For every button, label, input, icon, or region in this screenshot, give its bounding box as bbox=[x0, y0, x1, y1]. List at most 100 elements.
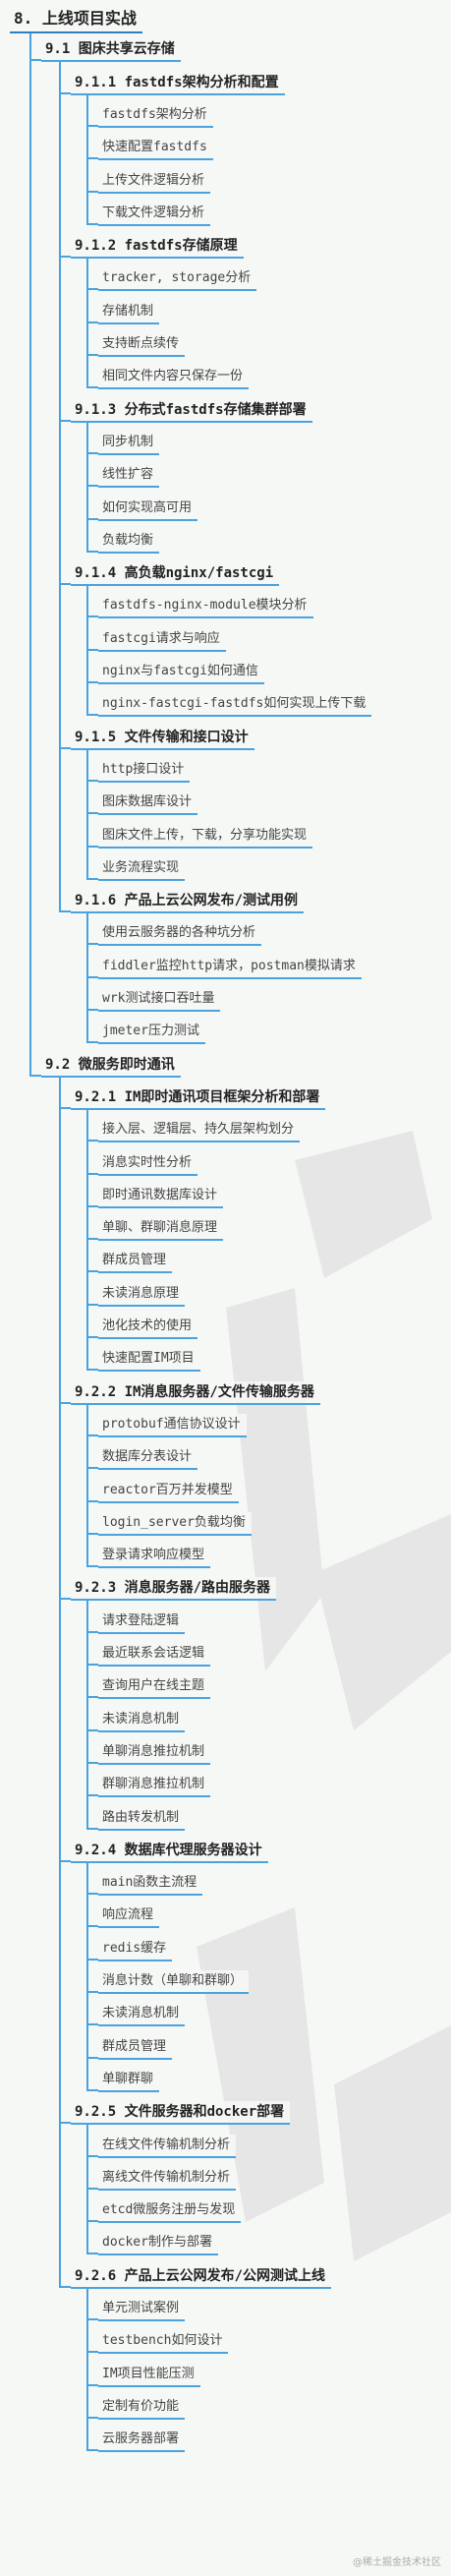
watermark-footer: @稀土掘金技术社区 bbox=[353, 2557, 441, 2568]
topic-node: 消息计数（单聊和群聊） bbox=[98, 1970, 250, 1994]
connector-line bbox=[86, 2253, 98, 2255]
connector-line bbox=[59, 1598, 71, 1601]
topic-node: 快速配置IM项目 bbox=[98, 1348, 200, 1373]
connector-line bbox=[59, 910, 71, 913]
topic-node: 单聊群聊 bbox=[98, 2068, 160, 2092]
connector-line bbox=[86, 1630, 98, 1633]
topic-node: 查询用户在线主题 bbox=[98, 1675, 211, 1700]
connector-line bbox=[86, 714, 98, 717]
topic-node: nginx-fastcgi-fastdfs如何实现上传下载 bbox=[98, 693, 372, 718]
connector-line bbox=[86, 1761, 98, 1764]
section-node: 9.2 微服务即时通讯 bbox=[41, 1053, 181, 1078]
connector-line bbox=[86, 2023, 98, 2026]
subsection-node: 9.1.6 产品上云公网发布/测试用例 bbox=[71, 890, 305, 914]
topic-node: docker制作与部署 bbox=[98, 2232, 218, 2256]
topic-node: 云服务器部署 bbox=[98, 2429, 186, 2453]
subsection-node: 9.2.5 文件服务器和docker部署 bbox=[71, 2101, 291, 2126]
connector-line bbox=[86, 1369, 98, 1372]
topic-node: 使用云服务器的各种坑分析 bbox=[98, 922, 262, 947]
connector-line bbox=[86, 2056, 98, 2059]
connector-line bbox=[59, 2285, 71, 2288]
connector-line bbox=[86, 1303, 98, 1306]
topic-node: 下载文件逻辑分析 bbox=[98, 202, 211, 226]
connector-line bbox=[86, 222, 98, 225]
connector-line bbox=[86, 386, 98, 389]
subsection-node: 9.1.3 分布式fastdfs存储集群部署 bbox=[71, 398, 312, 423]
connector-line bbox=[86, 2187, 98, 2190]
connector-line bbox=[86, 451, 98, 454]
subsection-node: 9.1.1 fastdfs架构分析和配置 bbox=[71, 71, 285, 95]
topic-node: 即时通讯数据库设计 bbox=[98, 1184, 224, 1208]
connector-line bbox=[86, 354, 98, 356]
connector-line bbox=[86, 2449, 98, 2452]
section-node: 9.1 图床共享云存储 bbox=[41, 38, 181, 63]
topic-node: 登录请求响应模型 bbox=[98, 1545, 211, 1569]
topic-node: redis缓存 bbox=[98, 1937, 173, 1961]
connector-line bbox=[86, 812, 98, 815]
topic-node: login_server负载均衡 bbox=[98, 1511, 252, 1536]
connector-line bbox=[59, 1106, 71, 1109]
subsection-node: 9.1.5 文件传输和接口设计 bbox=[71, 726, 254, 750]
topic-node: 支持断点续传 bbox=[98, 333, 186, 357]
connector-line bbox=[86, 681, 98, 683]
connector-line bbox=[59, 419, 71, 422]
topic-node: 在线文件传输机制分析 bbox=[98, 2134, 237, 2158]
topic-node: protobuf通信协议设计 bbox=[98, 1413, 247, 1437]
subsection-node: 9.2.2 IM消息服务器/文件传输服务器 bbox=[71, 1380, 320, 1405]
connector-line bbox=[86, 157, 98, 160]
connector-line bbox=[86, 550, 98, 553]
topic-node: jmeter压力测试 bbox=[98, 1021, 205, 1045]
topic-node: 如何实现高可用 bbox=[98, 497, 198, 521]
topic-node: etcd微服务注册与发现 bbox=[98, 2199, 242, 2224]
connector-line bbox=[86, 321, 98, 323]
connector-line bbox=[86, 1861, 88, 2090]
topic-node: 快速配置fastdfs bbox=[98, 137, 213, 161]
topic-node: 接入层、逻辑层、持久层架构划分 bbox=[98, 1119, 301, 1143]
connector-line bbox=[86, 1172, 98, 1175]
connector-line bbox=[86, 1270, 98, 1273]
subsection-node: 9.2.4 数据库代理服务器设计 bbox=[71, 1839, 268, 1863]
topic-node: 响应流程 bbox=[98, 1904, 160, 1929]
connector-line bbox=[59, 256, 71, 259]
topic-node: 离线文件传输机制分析 bbox=[98, 2166, 237, 2191]
connector-line bbox=[86, 845, 98, 848]
connector-line bbox=[86, 779, 98, 782]
connector-line bbox=[86, 1238, 98, 1241]
connector-line bbox=[86, 648, 98, 651]
connector-line bbox=[86, 1728, 98, 1731]
connector-line bbox=[86, 877, 98, 880]
topic-node: 未读消息机制 bbox=[98, 2003, 186, 2027]
topic-node: 未读消息机制 bbox=[98, 1708, 186, 1732]
topic-node: 群聊消息推拉机制 bbox=[98, 1774, 211, 1798]
connector-line bbox=[86, 2416, 98, 2419]
topic-node: testbench如何设计 bbox=[98, 2330, 229, 2355]
topic-node: 群成员管理 bbox=[98, 2035, 173, 2060]
connector-line bbox=[59, 91, 71, 94]
topic-node: 单聊、群聊消息原理 bbox=[98, 1217, 224, 1242]
subsection-node: 9.2.6 产品上云公网发布/公网测试上线 bbox=[71, 2264, 332, 2289]
topic-node: fastdfs架构分析 bbox=[98, 103, 213, 128]
topic-node: IM项目性能压测 bbox=[98, 2363, 200, 2387]
topic-node: 定制有价功能 bbox=[98, 2395, 186, 2420]
topic-node: wrk测试接口吞吐量 bbox=[98, 988, 221, 1012]
topic-node: fiddler监控http请求，postman模拟请求 bbox=[98, 955, 362, 979]
connector-line bbox=[86, 1664, 98, 1666]
connector-line bbox=[86, 485, 98, 488]
topic-node: 群成员管理 bbox=[98, 1250, 173, 1274]
connector-line bbox=[86, 2351, 98, 2354]
connector-line bbox=[59, 1401, 71, 1404]
connector-line bbox=[86, 2383, 98, 2386]
connector-line bbox=[86, 2318, 98, 2320]
connector-line bbox=[86, 1925, 98, 1928]
connector-line bbox=[86, 517, 98, 520]
topic-node: fastdfs-nginx-module模块分析 bbox=[98, 595, 313, 619]
topic-node: 消息实时性分析 bbox=[98, 1151, 198, 1176]
topic-node: 未读消息原理 bbox=[98, 1282, 186, 1307]
connector-line bbox=[59, 746, 71, 749]
topic-node: 线性扩容 bbox=[98, 464, 160, 489]
connector-line bbox=[86, 2287, 88, 2451]
connector-line bbox=[86, 124, 98, 127]
connector-line bbox=[59, 1076, 61, 2287]
topic-node: 存储机制 bbox=[98, 300, 160, 324]
topic-node: 图床数据库设计 bbox=[98, 791, 198, 816]
